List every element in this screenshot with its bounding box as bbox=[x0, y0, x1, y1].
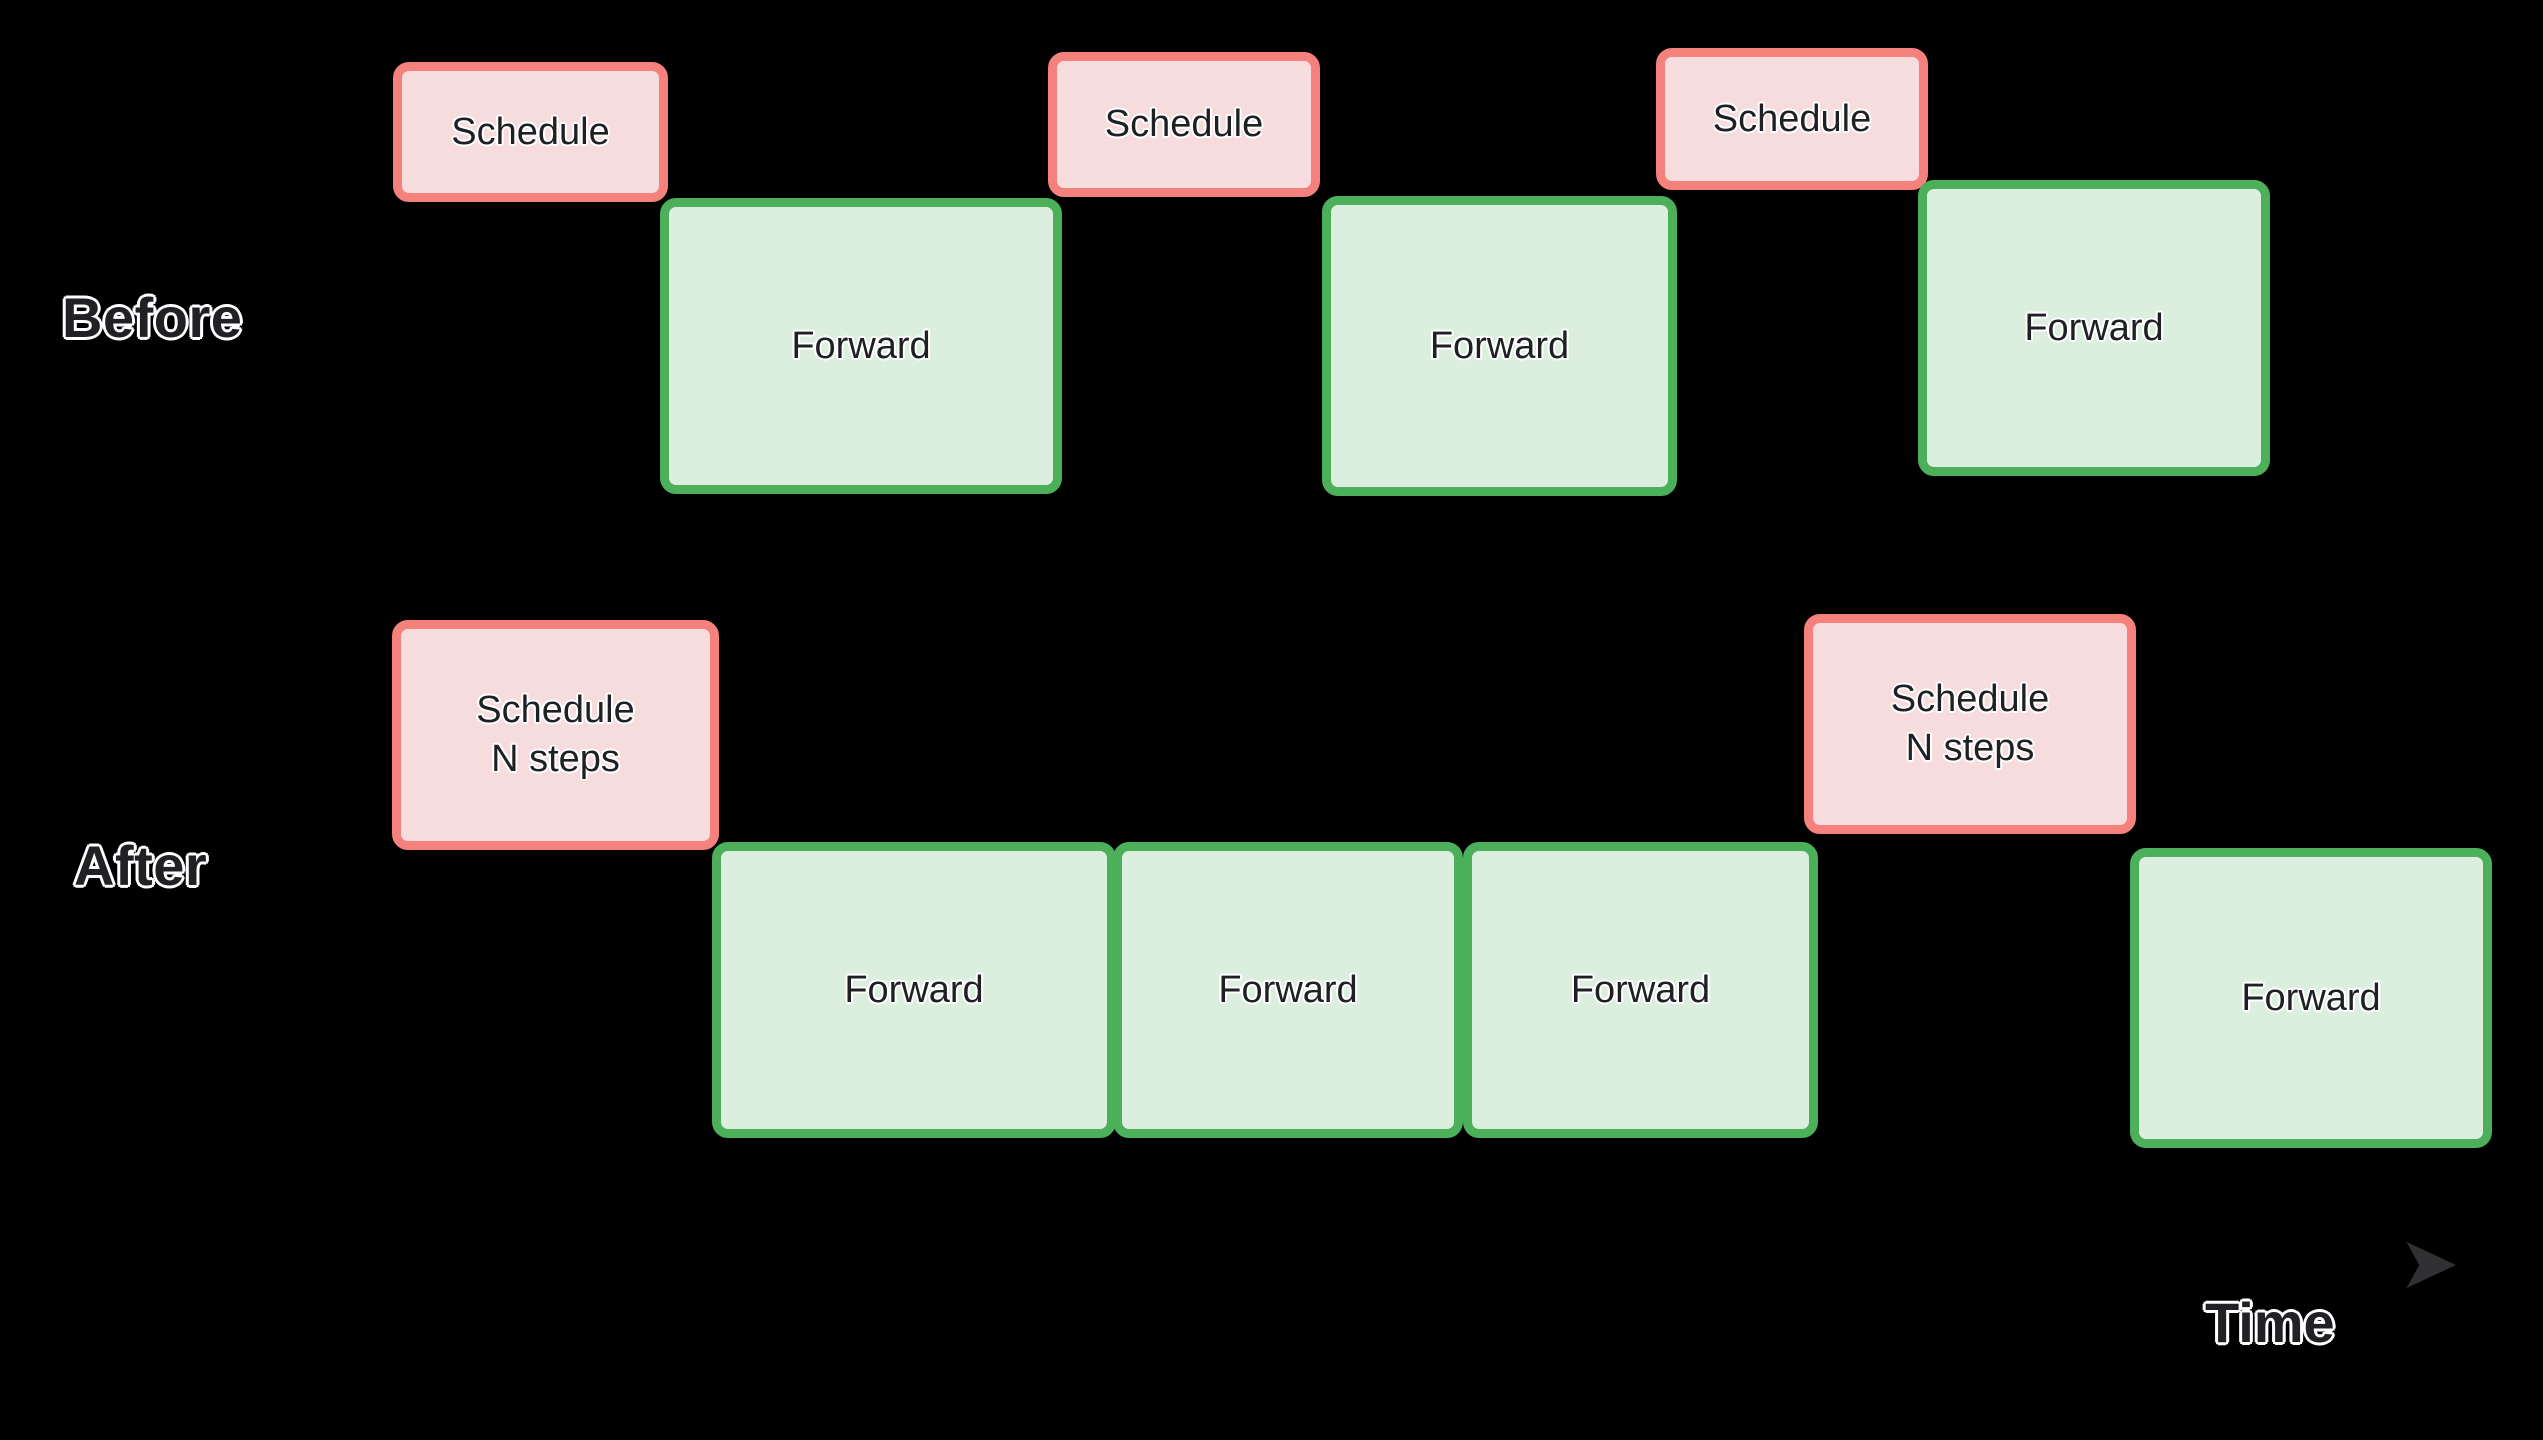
after-forward-label-4: Forward bbox=[2241, 976, 2381, 1019]
before-forward-label-1: Forward bbox=[791, 324, 931, 367]
before-forward-box-3: Forward bbox=[1918, 180, 2270, 476]
before-schedule-box-2: Schedule bbox=[1048, 52, 1320, 197]
row-label-after: After bbox=[72, 834, 208, 897]
after-forward-label-1: Forward bbox=[844, 968, 984, 1011]
time-axis-arrow bbox=[381, 1241, 2456, 1289]
after-forward-label-3: Forward bbox=[1570, 968, 1711, 1011]
time-axis-label: Time bbox=[2204, 1291, 2337, 1354]
before-schedule-label-2: Schedule bbox=[1104, 103, 1264, 146]
after-schedule-label-1: Schedule N steps bbox=[476, 689, 635, 780]
before-schedule-label-1: Schedule bbox=[451, 110, 610, 153]
after-schedule-box-1: Schedule N steps bbox=[392, 620, 719, 850]
after-forward-box-2: Forward bbox=[1113, 842, 1463, 1138]
after-forward-box-1: Forward bbox=[712, 842, 1116, 1138]
before-schedule-label-3: Schedule bbox=[1712, 97, 1872, 140]
row-label-before: Before bbox=[60, 286, 243, 349]
after-forward-box-4: Forward bbox=[2130, 848, 2492, 1148]
after-schedule-label-2: Schedule N steps bbox=[1890, 678, 2050, 769]
before-schedule-box-3: Schedule bbox=[1656, 48, 1928, 190]
after-forward-label-2: Forward bbox=[1218, 968, 1358, 1011]
after-forward-box-3: Forward bbox=[1463, 842, 1818, 1138]
before-forward-box-2: Forward bbox=[1322, 196, 1677, 496]
after-schedule-box-2: Schedule N steps bbox=[1804, 614, 2136, 834]
before-schedule-box-1: Schedule bbox=[393, 62, 668, 202]
before-forward-label-3: Forward bbox=[2024, 306, 2164, 349]
before-forward-box-1: Forward bbox=[660, 198, 1062, 494]
before-forward-label-2: Forward bbox=[1429, 324, 1570, 367]
